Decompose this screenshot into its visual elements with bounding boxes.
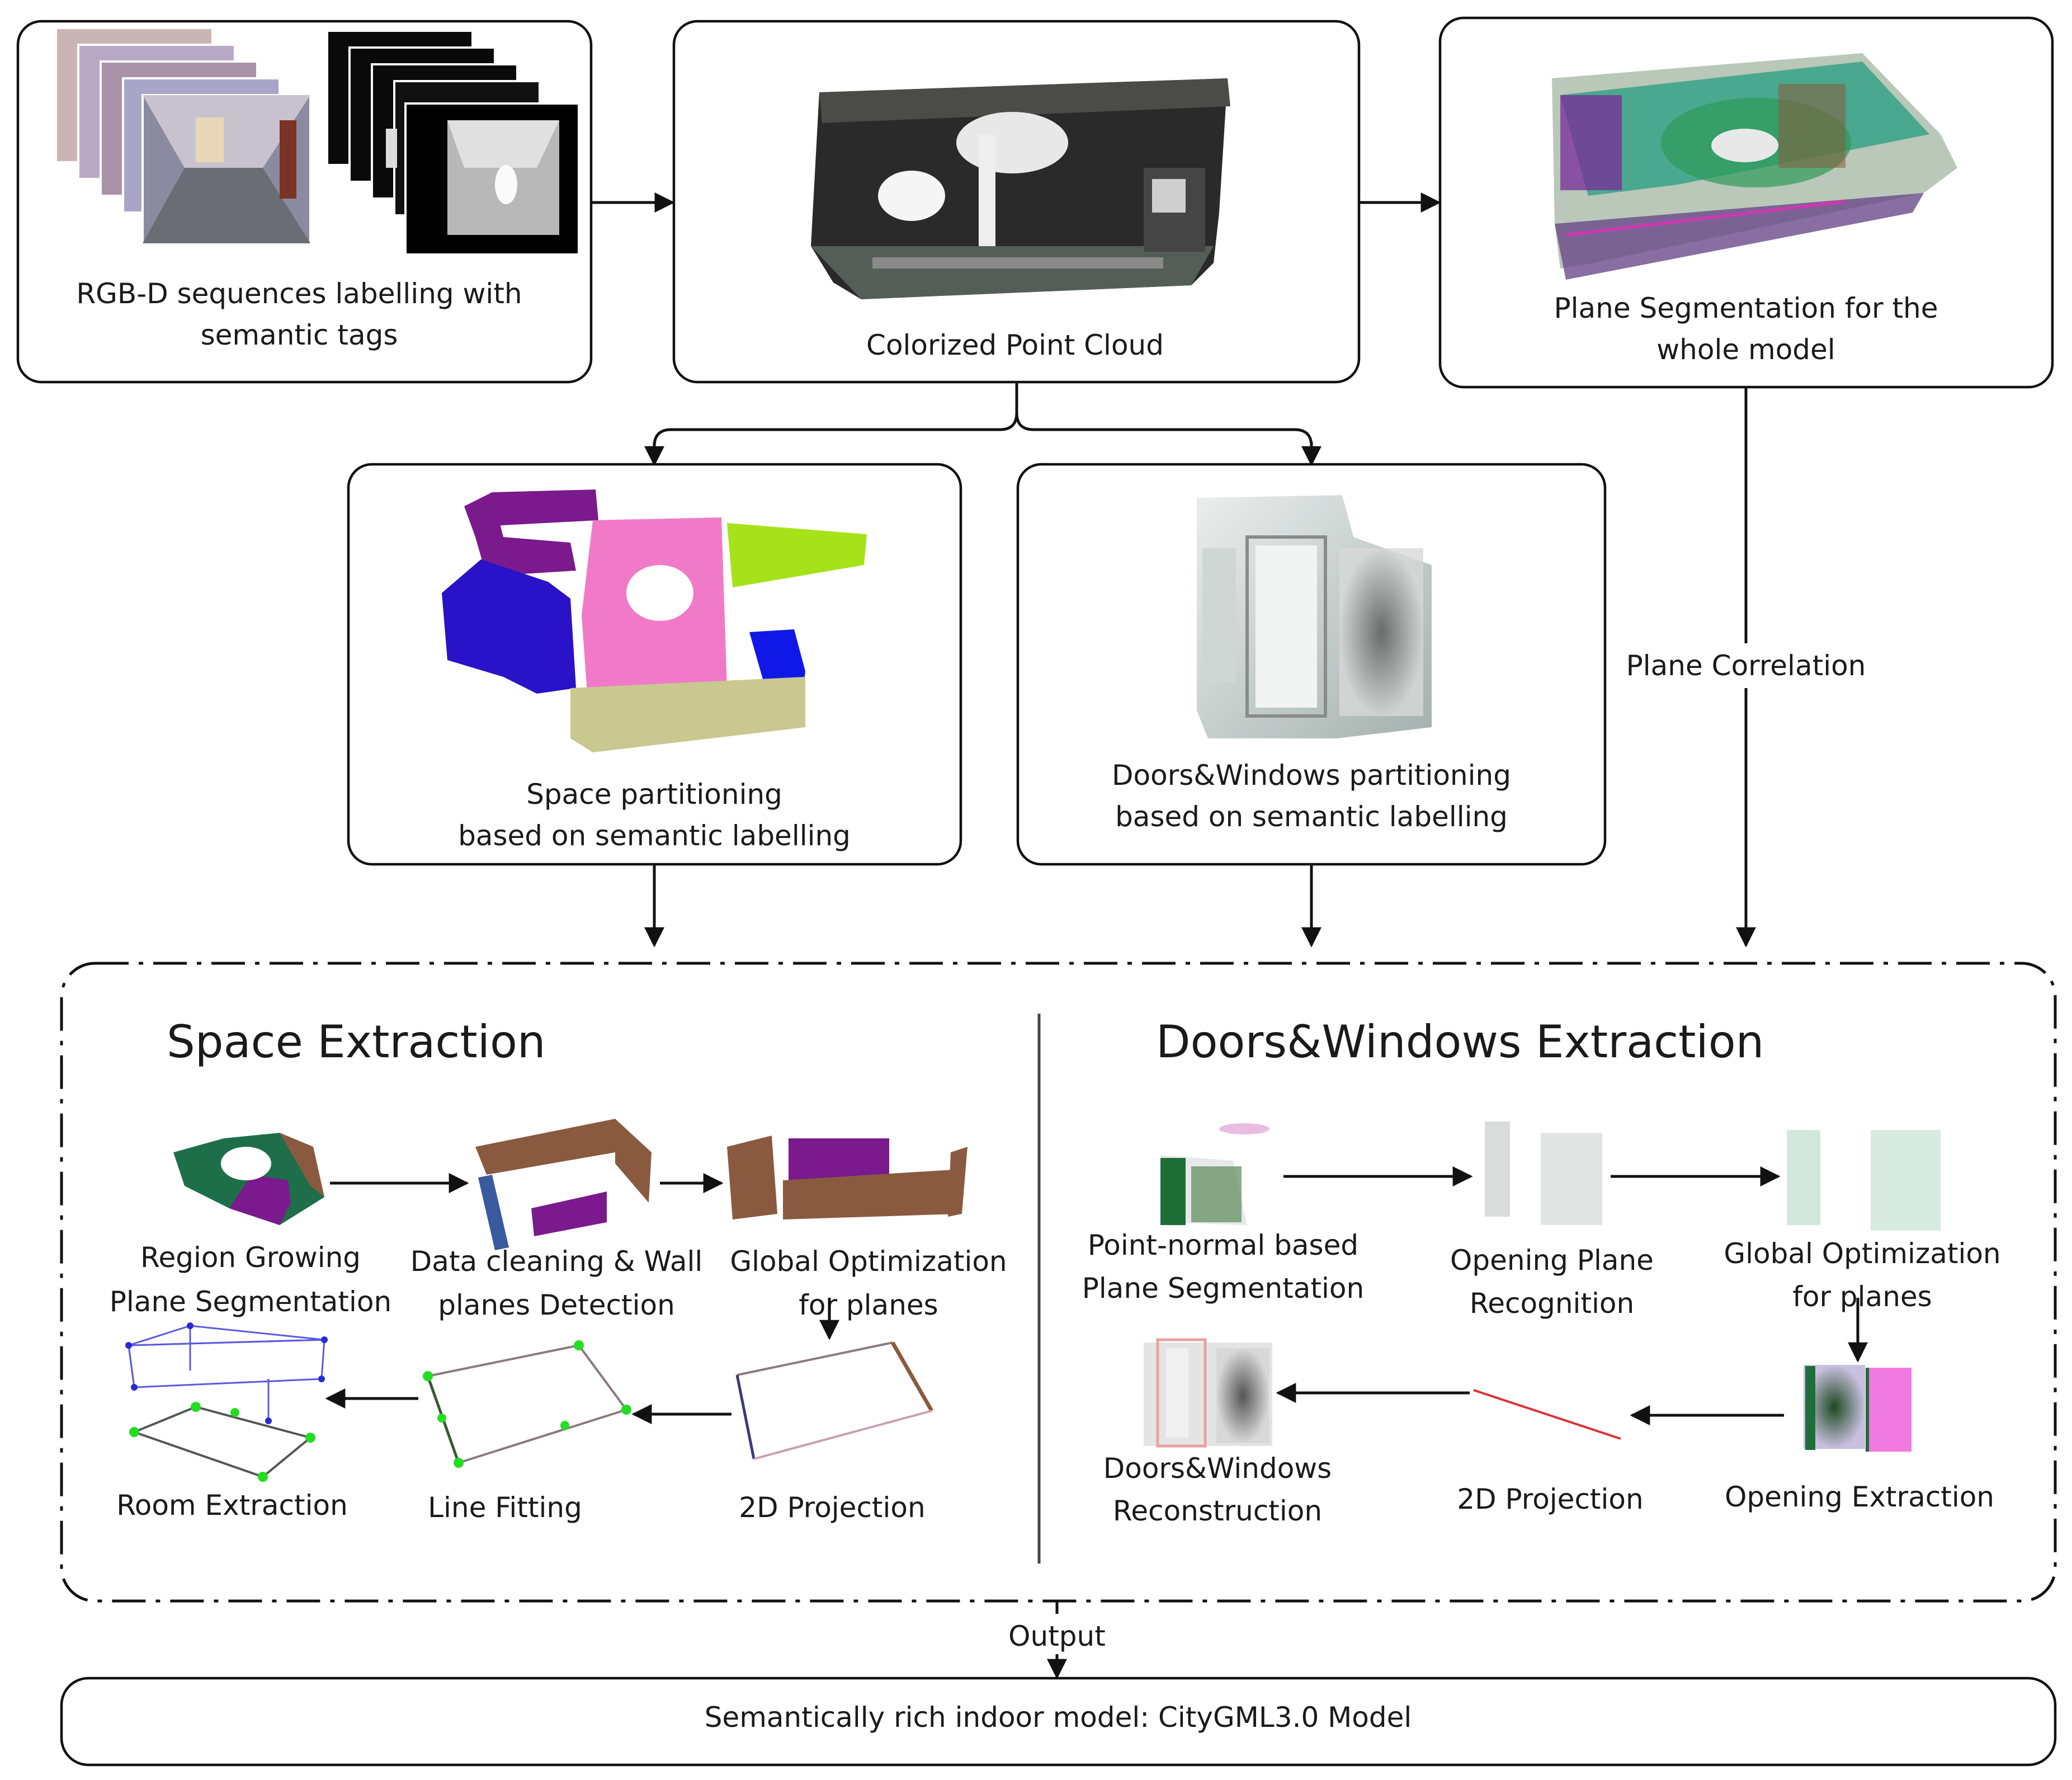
doors-extraction-title: Doors&Windows Extraction (1156, 1016, 1764, 1068)
opening-plane-label-line2: Recognition (1470, 1287, 1634, 1320)
global-opt-space-label-line2: for planes (799, 1289, 938, 1321)
global-opt-doors-label-line1: Global Optimization (1724, 1237, 2000, 1270)
room-extraction-label: Room Extraction (116, 1489, 348, 1522)
projection-doors-image (1473, 1389, 1621, 1440)
reconstruction-label-line2: Reconstruction (1113, 1495, 1322, 1527)
point-normal-label-line2: Plane Segmentation (1082, 1272, 1364, 1305)
space-extraction-title: Space Extraction (167, 1016, 546, 1068)
space-partition-label-line1: Space partitioning (526, 778, 782, 811)
data-cleaning-label-line1: Data cleaning & Wall (410, 1245, 703, 1278)
point-normal-image (1160, 1123, 1269, 1225)
rgbd-image-stack (55, 27, 311, 244)
point-normal-label-line1: Point-normal based (1088, 1229, 1358, 1261)
opening-extraction-label: Opening Extraction (1725, 1481, 1994, 1513)
line-fitting-label: Line Fitting (428, 1491, 582, 1524)
doors-partition-image (1197, 495, 1432, 738)
projection-doors-label: 2D Projection (1457, 1483, 1643, 1515)
plane-correlation-label: Plane Correlation (1626, 649, 1866, 682)
room-extraction-image (125, 1322, 328, 1482)
space-partition-image (442, 489, 867, 752)
line-fitting-image (423, 1340, 631, 1468)
output-model-label: Semantically rich indoor model: CityGML3… (705, 1701, 1412, 1734)
opening-plane-image (1485, 1122, 1602, 1225)
colorized-point-cloud-image (811, 78, 1230, 299)
plane-seg-label-line1: Plane Segmentation for the (1554, 292, 1938, 324)
projection-space-image (735, 1341, 934, 1460)
doors-partition-label-line2: based on semantic labelling (1115, 800, 1508, 833)
output-model-box (60, 1677, 2057, 1767)
opening-plane-label-line1: Opening Plane (1450, 1244, 1654, 1277)
projection-space-label: 2D Projection (739, 1491, 925, 1524)
depth-image-stack (326, 30, 580, 256)
data-cleaning-label-line2: planes Detection (438, 1289, 675, 1321)
wall-planes-image (475, 1119, 652, 1250)
plane-seg-label-line2: whole model (1656, 333, 1835, 366)
doors-partition-label-line1: Doors&Windows partitioning (1112, 759, 1511, 792)
plane-segmentation-image (1552, 53, 1957, 280)
region-growing-label-line2: Plane Segmentation (110, 1285, 391, 1318)
global-opt-space-image (727, 1136, 967, 1219)
reconstruction-image (1144, 1338, 1272, 1448)
opening-extraction-image (1804, 1365, 1911, 1452)
rgbd-label-line1: RGB-D sequences labelling with (76, 277, 522, 310)
global-opt-doors-image (1787, 1130, 1941, 1231)
reconstruction-label-line1: Doors&Windows (1103, 1452, 1332, 1485)
arrow-cloud-split (653, 382, 1018, 463)
space-partition-label-line2: based on semantic labelling (458, 820, 851, 852)
point-cloud-label: Colorized Point Cloud (866, 329, 1164, 361)
global-opt-doors-label-line2: for planes (1792, 1280, 1932, 1313)
global-opt-space-label-line1: Global Optimization (730, 1245, 1007, 1278)
rgbd-label-line2: semantic tags (201, 319, 398, 351)
region-growing-label-line1: Region Growing (140, 1241, 361, 1274)
output-label: Output (1008, 1620, 1106, 1652)
region-growing-image (173, 1133, 324, 1225)
